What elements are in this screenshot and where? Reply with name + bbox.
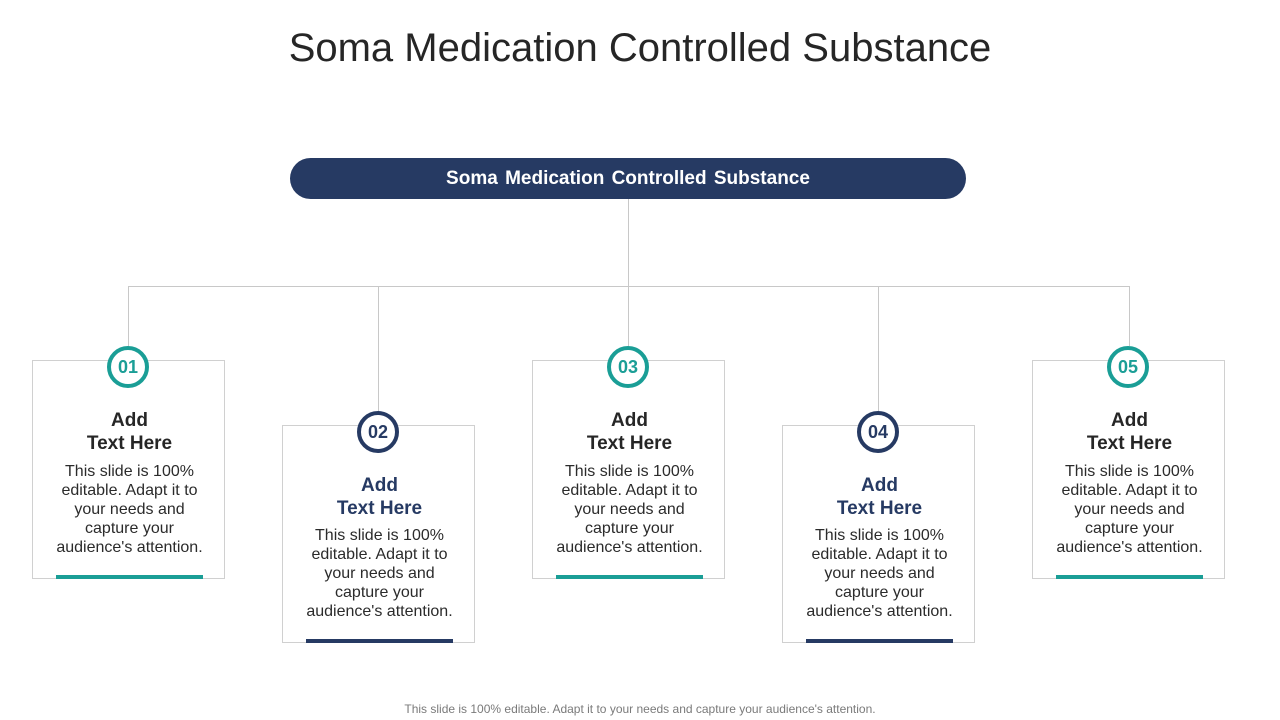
connector-branch-2 <box>378 286 379 411</box>
card-heading-line1: Add <box>111 410 148 431</box>
connector-root-stem <box>628 199 629 286</box>
card-accent-bar <box>806 639 953 643</box>
card-heading-line2: Text Here <box>86 433 173 454</box>
slide-title: Soma Medication Controlled Substance <box>288 26 992 70</box>
connector-branch-4 <box>878 286 879 411</box>
step-number: 05 <box>1117 356 1139 377</box>
card-body: This slide is 100% editable. Adapt it to… <box>1056 463 1203 556</box>
root-node: Soma Medication Controlled Substance <box>290 158 966 199</box>
step-badge-04: 04 <box>857 411 899 453</box>
card-accent-bar <box>1056 575 1203 579</box>
card-heading-line2: Text Here <box>836 498 923 519</box>
card-2: Add Text Here This slide is 100% editabl… <box>282 425 475 643</box>
step-badge-01: 01 <box>107 346 149 388</box>
card-5: Add Text Here This slide is 100% editabl… <box>1032 360 1225 579</box>
card-heading-line1: Add <box>1111 410 1148 431</box>
step-number: 03 <box>617 356 639 377</box>
root-node-label: Soma Medication Controlled Substance <box>446 167 810 189</box>
card-heading: Add Text Here <box>1033 409 1226 455</box>
card-accent-bar <box>56 575 203 579</box>
step-number: 02 <box>367 421 389 442</box>
connector-branch-1 <box>128 286 129 346</box>
step-number: 01 <box>117 356 139 377</box>
card-1: Add Text Here This slide is 100% editabl… <box>32 360 225 579</box>
step-badge-02: 02 <box>357 411 399 453</box>
card-heading-line2: Text Here <box>586 433 673 454</box>
card-3: Add Text Here This slide is 100% editabl… <box>532 360 725 579</box>
connector-branch-3 <box>628 286 629 346</box>
card-heading-line2: Text Here <box>336 498 423 519</box>
card-accent-bar <box>556 575 703 579</box>
card-heading: Add Text Here <box>283 474 476 520</box>
connector-branch-5 <box>1129 286 1130 346</box>
card-heading-line2: Text Here <box>1086 433 1173 454</box>
card-body: This slide is 100% editable. Adapt it to… <box>56 463 203 556</box>
connector-horizontal <box>128 286 1130 287</box>
card-accent-bar <box>306 639 453 643</box>
footer-note: This slide is 100% editable. Adapt it to… <box>404 702 876 716</box>
card-heading: Add Text Here <box>533 409 726 455</box>
step-number: 04 <box>867 421 889 442</box>
step-badge-05: 05 <box>1107 346 1149 388</box>
card-body: This slide is 100% editable. Adapt it to… <box>806 527 953 620</box>
card-heading-line1: Add <box>361 475 398 496</box>
card-body: This slide is 100% editable. Adapt it to… <box>556 463 703 556</box>
card-heading-line1: Add <box>861 475 898 496</box>
card-heading: Add Text Here <box>783 474 976 520</box>
card-heading-line1: Add <box>611 410 648 431</box>
step-badge-03: 03 <box>607 346 649 388</box>
card-heading: Add Text Here <box>33 409 226 455</box>
card-4: Add Text Here This slide is 100% editabl… <box>782 425 975 643</box>
card-body: This slide is 100% editable. Adapt it to… <box>306 527 453 620</box>
